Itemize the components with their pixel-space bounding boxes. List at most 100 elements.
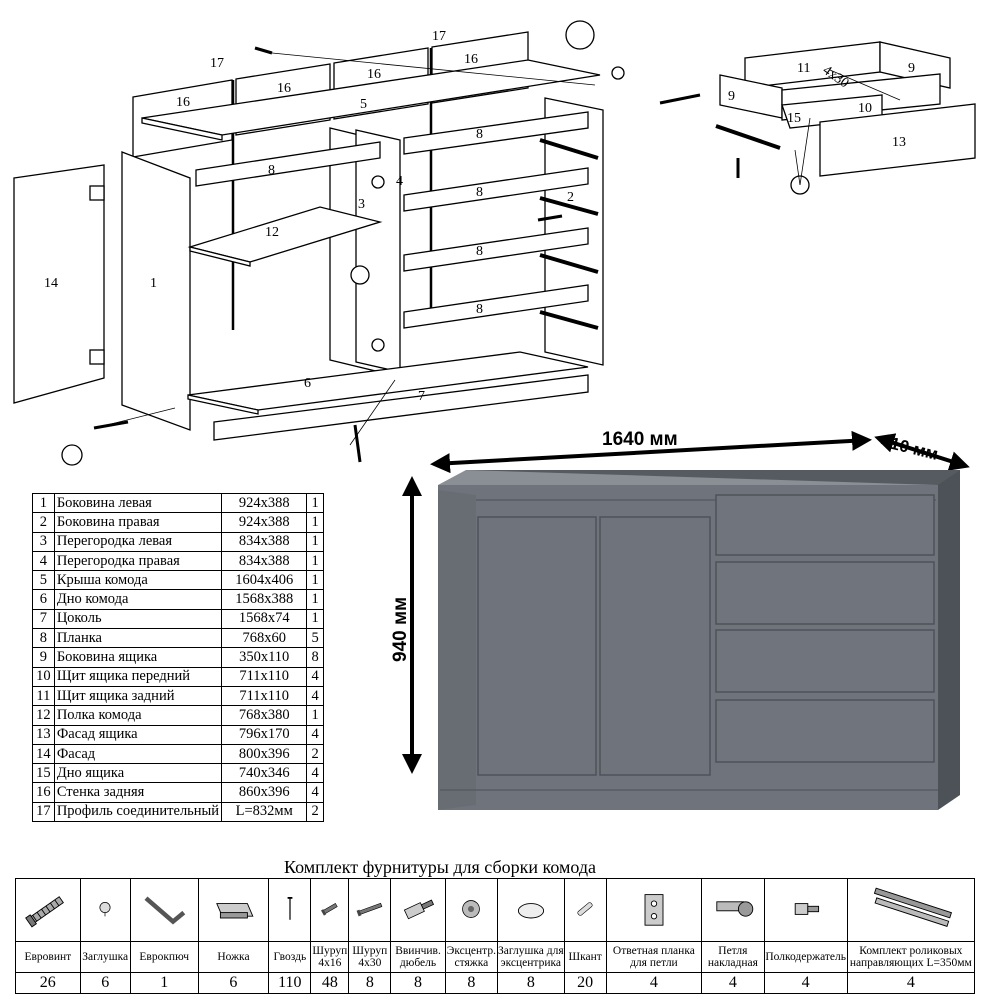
callout-8: 8 (476, 244, 483, 259)
part-dimensions: 711x110 (221, 685, 308, 707)
callout-8: 8 (476, 185, 483, 200)
hardware-icon-cell (197, 878, 270, 942)
part-quantity: 4 (306, 666, 324, 687)
callout-16: 16 (464, 52, 478, 67)
hardware-label: Комплект роликовых направляющих L=350мм (846, 941, 976, 973)
callout-17: 17 (210, 56, 224, 71)
hardware-count: 8 (497, 972, 565, 994)
hex-key-icon (144, 895, 186, 925)
part-name: Боковина левая (53, 492, 223, 514)
part-quantity: 1 (306, 531, 324, 552)
exploded-diagram: 1 2 3 4 5 6 7 8 8 8 8 8 9 9 10 11 12 13 … (13, 20, 976, 466)
part-dimensions: 768x60 (221, 628, 308, 649)
part-name: Боковина ящика (53, 647, 223, 668)
part-name: Профиль соединительный (53, 801, 223, 823)
hardware-count: 26 (15, 972, 81, 994)
part-quantity: 1 (306, 570, 324, 591)
callout-8: 8 (268, 163, 275, 178)
nail-icon (287, 896, 293, 920)
hardware-label: Шкант (563, 941, 607, 973)
rail-8-a (403, 111, 589, 155)
callout-13: 13 (892, 135, 906, 150)
callout-17: 17 (432, 29, 446, 44)
screw-short-icon (320, 902, 338, 916)
part-name: Фасад ящика (53, 724, 223, 745)
screw-long-icon (356, 902, 383, 916)
part-number: 7 (32, 608, 55, 630)
hardware-icon-cell (846, 878, 976, 942)
part-name: Полка комода (53, 705, 223, 726)
hardware-count: 8 (444, 972, 499, 994)
hardware-label: Петля накладная (701, 941, 765, 973)
callout-12: 12 (265, 225, 279, 240)
part-quantity: 4 (306, 685, 324, 707)
hardware-icon-cell (390, 878, 446, 942)
foot-icon (216, 902, 254, 918)
drawer-3-front (715, 629, 935, 693)
callout-4: 4 (396, 174, 403, 189)
part-quantity: 1 (306, 608, 324, 630)
part-dimensions: 768x380 (221, 705, 308, 726)
hardware-label: Евровинт (15, 941, 81, 973)
hardware-icon-cell (268, 878, 312, 942)
part-dimensions: 924x388 (221, 492, 308, 514)
callout-11: 11 (797, 61, 810, 76)
hardware-count: 8 (390, 972, 446, 994)
callout-1: 1 (150, 276, 157, 291)
hardware-count: 20 (563, 972, 607, 994)
cam-cap-icon (517, 902, 544, 918)
wood-dowel-icon (577, 901, 593, 916)
part-quantity: 2 (306, 801, 324, 823)
part-quantity: 4 (306, 782, 324, 803)
part-name: Дно комода (53, 589, 223, 610)
hardware-count: 4 (605, 972, 703, 994)
door-14 (13, 164, 105, 404)
drawer-2-front (715, 561, 935, 625)
part-quantity: 8 (306, 647, 324, 668)
part-quantity: 1 (306, 705, 324, 726)
part-number: 9 (32, 647, 55, 668)
part-number: 8 (32, 628, 55, 649)
callout-15: 15 (787, 111, 801, 126)
drawer-4-front (715, 699, 935, 763)
hardware-kit-title: Комплект фурнитуры для сборки комода (283, 857, 596, 877)
hardware-icon-cell (15, 878, 81, 942)
part-number: 5 (32, 570, 55, 591)
part-dimensions: 740x346 (221, 763, 308, 784)
drawer-facade-13 (819, 103, 976, 177)
callout-8: 8 (476, 302, 483, 317)
callout-7: 7 (418, 389, 425, 404)
hardware-label: Ножка (197, 941, 270, 973)
part-quantity: 1 (306, 492, 324, 514)
callout-16: 16 (277, 81, 291, 96)
part-name: Дно ящика (53, 763, 223, 784)
callout-10: 10 (858, 101, 872, 116)
cabinet-body (438, 470, 960, 810)
part-number: 10 (32, 666, 55, 687)
part-dimensions: 834x388 (221, 531, 308, 552)
hardware-label: Ввинчив. дюбель (390, 941, 446, 973)
part-number: 11 (32, 685, 55, 707)
part-name: Щит ящика задний (53, 685, 223, 707)
callout-9: 9 (728, 89, 735, 104)
part-name: Крыша комода (53, 570, 223, 591)
part-name: Щит ящика передний (53, 666, 223, 687)
part-name: Планка (53, 628, 223, 649)
part-dimensions: 800x396 (221, 743, 308, 765)
hardware-label: Шуруп 4x30 (348, 941, 392, 973)
part-dimensions: 1568x388 (221, 589, 308, 610)
part-number: 14 (32, 743, 55, 765)
part-dimensions: 834x388 (221, 550, 308, 572)
hardware-icon-cell (444, 878, 499, 942)
hardware-label: Заглушка (79, 941, 131, 973)
part-dimensions: 860x396 (221, 782, 308, 803)
chest-of-drawers-render: 1640 мм 410 мм 940 мм (390, 429, 970, 810)
